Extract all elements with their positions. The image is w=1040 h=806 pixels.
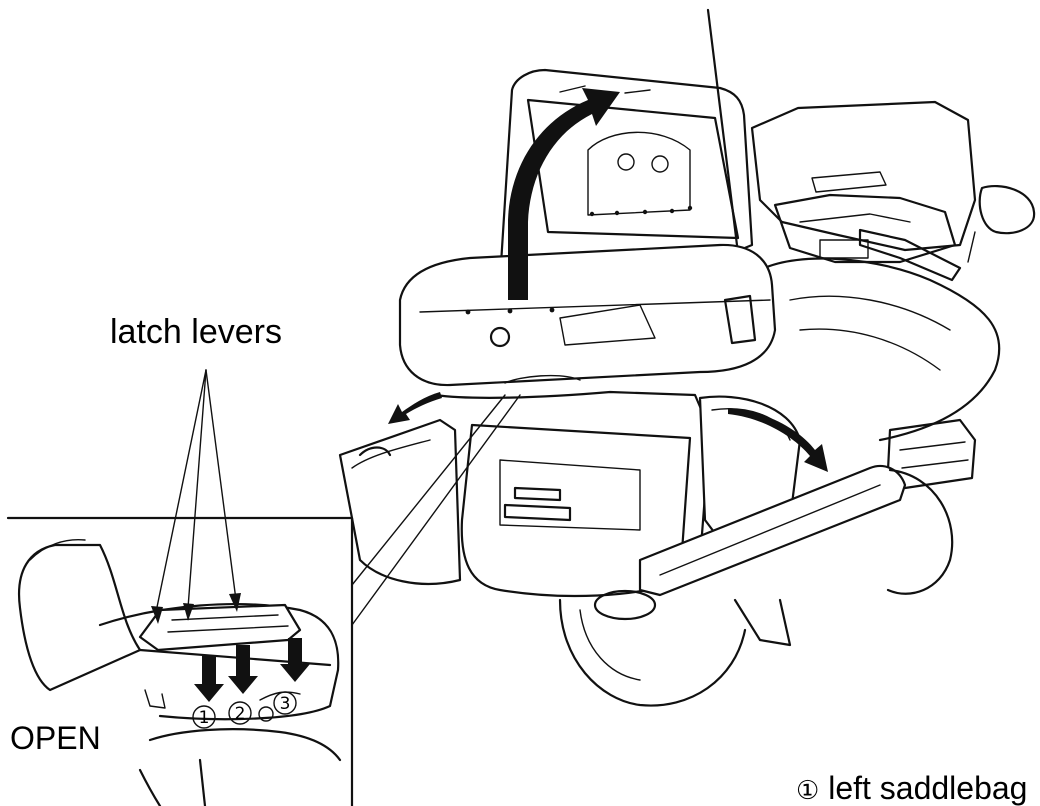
down-arrow-icon [280, 638, 310, 682]
caption: ① left saddlebag [796, 772, 1027, 804]
down-arrow-icon [228, 645, 258, 694]
caption-text: left saddlebag [828, 770, 1028, 806]
trunk-lock [489, 326, 511, 348]
latch-levers-label: latch levers [110, 313, 282, 351]
curved-arrow-icon [508, 88, 620, 300]
windshield [750, 100, 977, 252]
left-saddlebag [338, 418, 462, 586]
callout-2: 2 [228, 701, 252, 725]
muffler [593, 589, 657, 621]
fairing [758, 257, 1001, 442]
front-wheel [886, 468, 954, 595]
trunk-lid [498, 68, 754, 282]
center-stand [733, 598, 792, 647]
callout-1: 1 [192, 705, 216, 729]
trunk-body [398, 243, 777, 387]
svg-text:2: 2 [235, 704, 246, 724]
saddlebag-lid [638, 464, 907, 597]
mirror [978, 184, 1036, 235]
caption-marker: ① [796, 776, 820, 806]
rear-wheel [558, 598, 747, 707]
leader-line [351, 394, 521, 626]
latch-closeup: 1 2 3 [17, 538, 342, 806]
latch-plate [138, 603, 302, 652]
leader-line [351, 394, 506, 586]
motorcycle-drawing [338, 8, 1036, 707]
curved-arrow-icon [388, 392, 442, 424]
label-pointers [151, 369, 241, 624]
open-label: OPEN [10, 720, 101, 756]
inset-frame [6, 516, 354, 806]
svg-text:1: 1 [199, 708, 210, 728]
svg-text:3: 3 [280, 694, 291, 714]
callout-3: 3 [273, 691, 297, 715]
down-arrow-icon [194, 655, 224, 702]
curved-arrow-icon [728, 408, 828, 472]
